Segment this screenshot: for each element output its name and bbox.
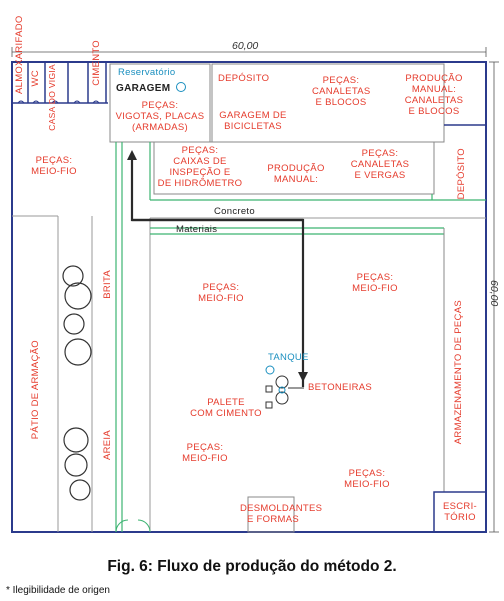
dimension-lines [11, 47, 499, 533]
dimension-top: 60,00 [232, 40, 259, 52]
label-pecas-meiofio-c3: PEÇAS: MEIO-FIO [182, 442, 228, 464]
small-rooms [12, 62, 108, 104]
label-palete-cimento: PALETE COM CIMENTO [190, 397, 262, 419]
label-pecas-meiofio-left: PEÇAS: MEIO-FIO [31, 155, 77, 177]
arrow-head-down [298, 372, 308, 382]
gate-arcs [115, 519, 151, 533]
reservatorio-icon [176, 82, 186, 92]
label-garagem: GARAGEM [116, 83, 171, 94]
label-casa-vigia: CASA DO VIGIA [47, 64, 57, 131]
dark-flow-arrows [130, 155, 305, 387]
label-desmoldantes: DESMOLDANTES E FORMAS [240, 503, 323, 525]
dimension-right: 60,00 [488, 280, 500, 307]
arrow-head-up [127, 150, 137, 160]
label-producao-manual-top: PRODUÇÃO MANUAL: CANALETAS E BLOCOS [404, 73, 464, 117]
label-patio-armacao: PÁTIO DE ARMAÇÃO [30, 340, 41, 440]
label-pecas-canaletas-vergas: PEÇAS: CANALETAS E VERGAS [350, 148, 410, 181]
label-almoxarifado: ALMOXARIFADO [14, 15, 25, 95]
label-escritorio: ESCRI- TÓRIO [443, 501, 477, 523]
label-brita: BRITA [102, 270, 113, 299]
label-armazenamento: ARMAZENAMENTO DE PEÇAS [453, 300, 464, 445]
footnote: * Ilegibilidade de origen [6, 585, 110, 596]
yard-lines [12, 215, 486, 532]
label-areia: AREIA [102, 430, 113, 461]
label-deposito-top: DEPÓSITO [218, 73, 270, 84]
label-materiais: Materiais [176, 224, 218, 235]
material-piles [62, 265, 92, 501]
site-plan [11, 47, 499, 533]
label-deposito-right: DEPÓSITO [456, 148, 467, 200]
label-betoneiras: BETONEIRAS [308, 382, 373, 393]
label-pecas-canaletas-blocos: PEÇAS: CANALETAS E BLOCOS [312, 75, 371, 108]
label-pecas-meiofio-c4: PEÇAS: MEIO-FIO [344, 468, 390, 490]
label-garagem-bicicletas: GARAGEM DE BICICLETAS [219, 110, 287, 132]
upper-blocks [109, 63, 486, 195]
green-flow-lines [115, 142, 486, 532]
label-pecas-caixas: PEÇAS: CAIXAS DE INSPEÇÃO E DE HIDRÔMETR… [157, 145, 243, 189]
label-wc: WC [30, 70, 41, 87]
label-pecas-meiofio-c2: PEÇAS: MEIO-FIO [352, 272, 398, 294]
label-cimento: CIMENTO [91, 40, 102, 86]
label-tanque: TANQUE [268, 352, 309, 363]
label-pecas-vigotas: PEÇAS: VIGOTAS, PLACAS (ARMADAS) [115, 100, 205, 133]
figure-caption: Fig. 6: Fluxo de produção do método 2. [107, 558, 397, 575]
bottom-rooms [247, 491, 487, 533]
door-marks [17, 100, 100, 104]
mixer-equipment [265, 365, 304, 409]
label-producao-manual-mid: PRODUÇÃO MANUAL: [267, 163, 325, 185]
label-concreto: Concreto [214, 206, 255, 217]
label-reservatorio: Reservatório [118, 67, 176, 78]
label-pecas-meiofio-c1: PEÇAS: MEIO-FIO [198, 282, 244, 304]
